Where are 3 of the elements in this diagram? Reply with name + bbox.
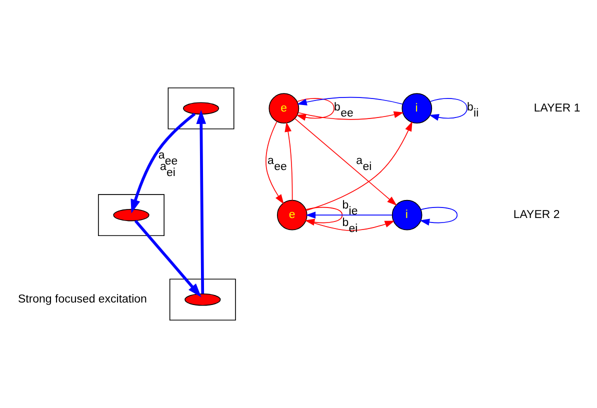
label: LAYER 2 [513,209,560,222]
label: Strong focused excitation [18,294,147,306]
label: LAYER 1 [534,102,580,114]
